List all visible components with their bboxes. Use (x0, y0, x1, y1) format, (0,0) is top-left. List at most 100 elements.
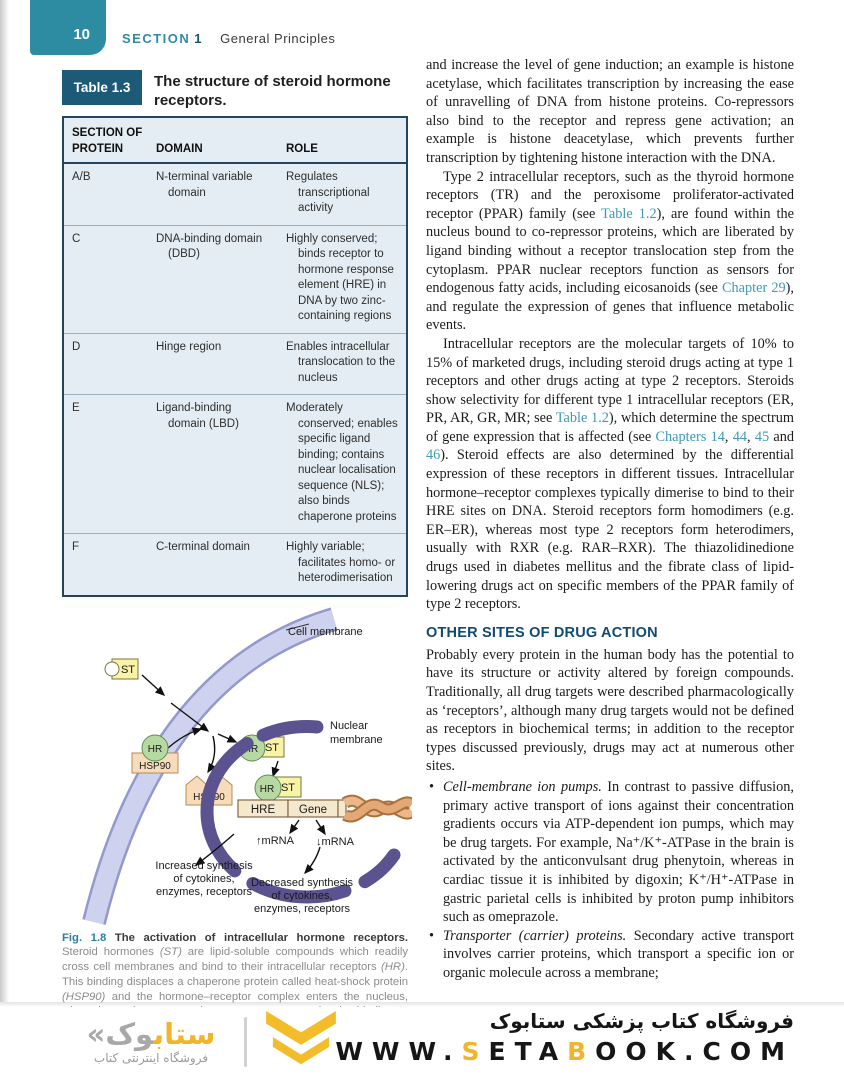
text-run: are lipid-soluble compounds which readil… (62, 946, 408, 974)
table-title: The structure of steroid hormone recepto… (154, 73, 391, 109)
table-caption: Table 1.3 The structure of steroid hormo… (62, 70, 408, 110)
section-title: General Principles (220, 31, 336, 46)
text-run: Secondary active transport involves carr… (443, 927, 794, 981)
text-run: OOK.COM (595, 1037, 794, 1066)
section-heading: OTHER SITES OF DRUG ACTION (426, 624, 658, 641)
svg-text:HR: HR (244, 744, 258, 755)
text-run: ETA (488, 1037, 568, 1066)
table-row: C DNA-binding domain (DBD) Highly conser… (63, 225, 407, 334)
cell-membrane-band (82, 606, 338, 925)
drug-action-sites-list: Cell-membrane ion pumps. In contrast to … (426, 778, 794, 983)
italic-phrase: (HSP90) (62, 990, 106, 1003)
page-number-tab: 10 (30, 0, 106, 55)
text-run: , (747, 428, 755, 445)
table-row: D Hinge region Enables intracellular tra… (63, 333, 407, 395)
col-header-role: ROLE (278, 117, 407, 164)
svg-text:enzymes, receptors: enzymes, receptors (254, 903, 350, 915)
col-header-section: SECTION OF PROTEIN (63, 117, 148, 164)
svg-text:Nuclear: Nuclear (330, 720, 368, 732)
nuclear-membrane-band (200, 719, 401, 904)
italic-phrase: (ST) (159, 946, 182, 959)
text-run: In contrast to passive diffusion, primar… (443, 778, 794, 926)
text-run: ), and regulate the expression of genes … (426, 280, 794, 334)
table-row: A/B N-terminal variable domain Regulates… (63, 163, 407, 226)
svg-text:HR: HR (148, 744, 162, 755)
steroid-hormone-st: ST (104, 658, 139, 679)
paragraph: and increase the level of gene induction… (426, 57, 794, 166)
cell-domain: Hinge region (148, 333, 278, 395)
wordmark-gray: وک» (86, 1017, 154, 1051)
cross-reference-link[interactable]: 45 (754, 428, 770, 445)
svg-text:Cell membrane: Cell membrane (288, 626, 363, 638)
text-run: ), which determine the spectrum of gene … (426, 410, 794, 445)
hre-gene-boxes: HRE Gene (237, 798, 347, 818)
text-run: Type 2 intracellular receptors, such as … (426, 168, 794, 222)
cross-reference-link[interactable]: Table 1.2 (555, 410, 609, 427)
page-bottom-edge (0, 1002, 844, 1007)
cell-section: D (63, 333, 148, 395)
entry-arrows (141, 673, 210, 732)
cell-membrane-label: Cell membrane (285, 623, 363, 638)
footer-right: فروشگاه کتاب پزشکی ستابوک WWW.SETABOOK.C… (335, 1009, 794, 1066)
cross-reference-link[interactable]: 46 (426, 447, 441, 464)
nuclear-entry-arrow (271, 760, 280, 777)
italic-phrase: (HR) (381, 961, 405, 974)
decreased-synthesis-label: Decreased synthesis of cytokines, enzyme… (251, 877, 354, 915)
text-run: WWW. (335, 1037, 462, 1066)
paragraph: Probably every protein in the human body… (426, 646, 794, 775)
setabook-logo: ستابوک» فروشگاه اینترنتی کتاب (72, 1011, 341, 1073)
right-column: and increase the level of gene induction… (426, 56, 794, 1006)
cross-reference-link[interactable]: Chapters 14 (655, 428, 725, 445)
text-run: ). Steroid effects are also determined b… (426, 447, 794, 613)
cell-role: Moderately conserved; enables specific l… (278, 394, 407, 534)
italic-phrase: Cell-membrane ion pumps. (443, 778, 602, 795)
list-item: Cell-membrane ion pumps. In contrast to … (429, 778, 794, 927)
cell-role: Highly conserved; binds receptor to horm… (278, 225, 407, 334)
svg-text:membrane: membrane (330, 734, 383, 746)
text-run: , (724, 428, 733, 445)
cell-role: Regulates transcriptional activity (278, 163, 407, 226)
cell-domain: DNA-binding domain (DBD) (148, 225, 278, 334)
steroid-receptor-table: SECTION OF PROTEIN DOMAIN ROLE A/B N-ter… (62, 116, 408, 597)
svg-text:of cytokines,: of cytokines, (173, 873, 234, 885)
hr-hsp90-complex: HR HSP90 (131, 734, 179, 773)
highlight-letter: B (567, 1037, 596, 1066)
cross-reference-link[interactable]: Table 1.2 (601, 205, 657, 222)
cell-section: E (63, 394, 148, 534)
wordmark-yellow: ستاب (153, 1017, 216, 1051)
cell-section: F (72, 541, 80, 553)
table-header-row: SECTION OF PROTEIN DOMAIN ROLE (63, 117, 407, 164)
text-run: ), are found within the nucleus bound to… (426, 205, 794, 297)
website-url[interactable]: WWW.SETABOOK.COM (335, 1037, 794, 1066)
cell-role: Highly variable; facilitates homo- or he… (286, 541, 396, 584)
hr-st-complex-nucleus: HR ST (254, 774, 302, 801)
section-number: 1 (194, 31, 203, 46)
chevron-logo-icon (266, 1011, 336, 1065)
table-row: E Ligand-binding domain (LBD) Moderately… (63, 394, 407, 534)
italic-phrase: Transporter (carrier) proteins. (443, 927, 627, 944)
mrna-up-label: ↑mRNA (256, 835, 295, 847)
cross-reference-link[interactable]: Chapter 29 (721, 280, 786, 297)
cell-section: A/B (63, 163, 148, 226)
logo-tagline: فروشگاه اینترنتی کتاب (93, 1051, 209, 1065)
logo-wordmark: ستابوک» (72, 1019, 230, 1049)
cross-reference-link[interactable]: 44 (732, 428, 747, 445)
text-run: and (769, 428, 794, 445)
cell-domain: C-terminal domain (156, 541, 250, 553)
store-title-fa: فروشگاه کتاب پزشکی ستابوک (489, 1009, 794, 1033)
mrna-down-label: ↓mRNA (316, 836, 355, 848)
section-label: SECTION (122, 31, 191, 46)
cell-role: Enables intracellular translocation to t… (278, 333, 407, 395)
cell-section: C (63, 225, 148, 334)
synthesis-arrows (194, 832, 321, 874)
svg-text:ST: ST (265, 742, 279, 754)
page-number: 10 (73, 26, 90, 43)
svg-text:ST: ST (121, 664, 135, 676)
mrna-arrows (289, 819, 326, 835)
svg-text:Decreased synthesis: Decreased synthesis (251, 877, 354, 889)
svg-text:ST: ST (281, 782, 295, 794)
highlight-letter: S (461, 1037, 489, 1066)
text-run: . This binding displaces a chaperone pro… (62, 961, 408, 988)
